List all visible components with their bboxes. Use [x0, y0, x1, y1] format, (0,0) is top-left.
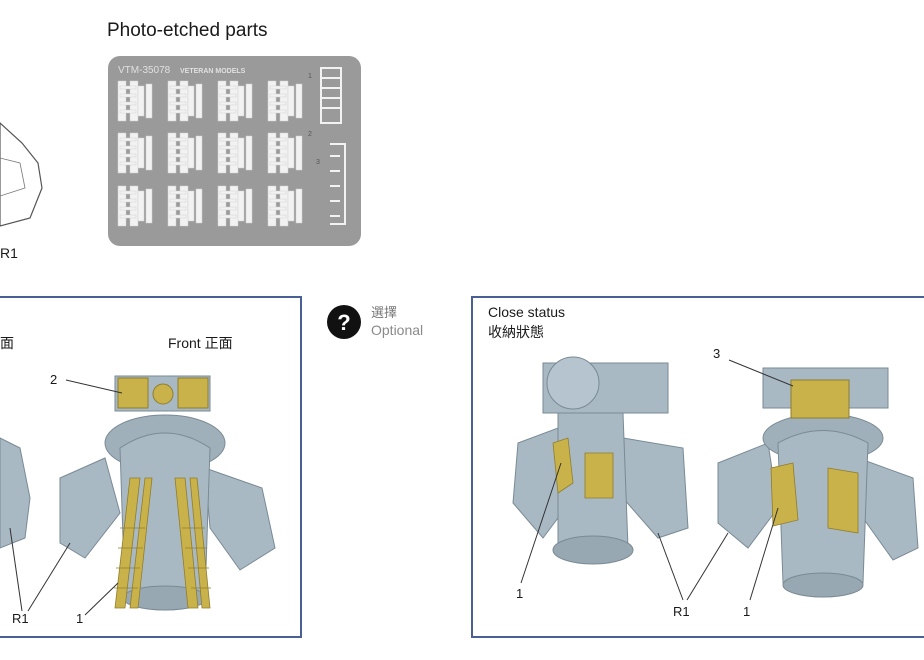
right-callout-3: 3 — [713, 346, 720, 361]
right-callout-1-side: 1 — [516, 586, 523, 601]
fret-callout-2: 2 — [308, 131, 312, 138]
fret-callout-1: 1 — [308, 73, 312, 80]
left-callout-2: 2 — [50, 372, 57, 387]
top-left-callout: R1 — [0, 245, 18, 261]
fret-brand: VETERAN MODELS — [180, 68, 246, 75]
question-icon: ? — [326, 304, 362, 340]
right-panel-illustration: 3 1 R1 1 — [473, 298, 924, 636]
photo-etched-title: Photo-etched parts — [107, 20, 268, 42]
photo-etched-fret: VTM-35078 VETERAN MODELS 1 2 — [108, 56, 361, 246]
left-callout-1: 1 — [76, 611, 83, 626]
partial-turret-top-left — [0, 118, 50, 228]
right-callout-r1: R1 — [673, 604, 690, 619]
left-panel-illustration: 2 R1 1 — [0, 298, 300, 636]
fret-callout-3: 3 — [316, 159, 320, 166]
optional-label-en: Optional — [371, 322, 423, 338]
optional-label-zh: 選擇 — [371, 302, 397, 321]
fret-code: VTM-35078 — [118, 65, 171, 76]
right-callout-1-front: 1 — [743, 604, 750, 619]
left-callout-r1: R1 — [12, 611, 29, 626]
svg-text:?: ? — [337, 310, 350, 335]
